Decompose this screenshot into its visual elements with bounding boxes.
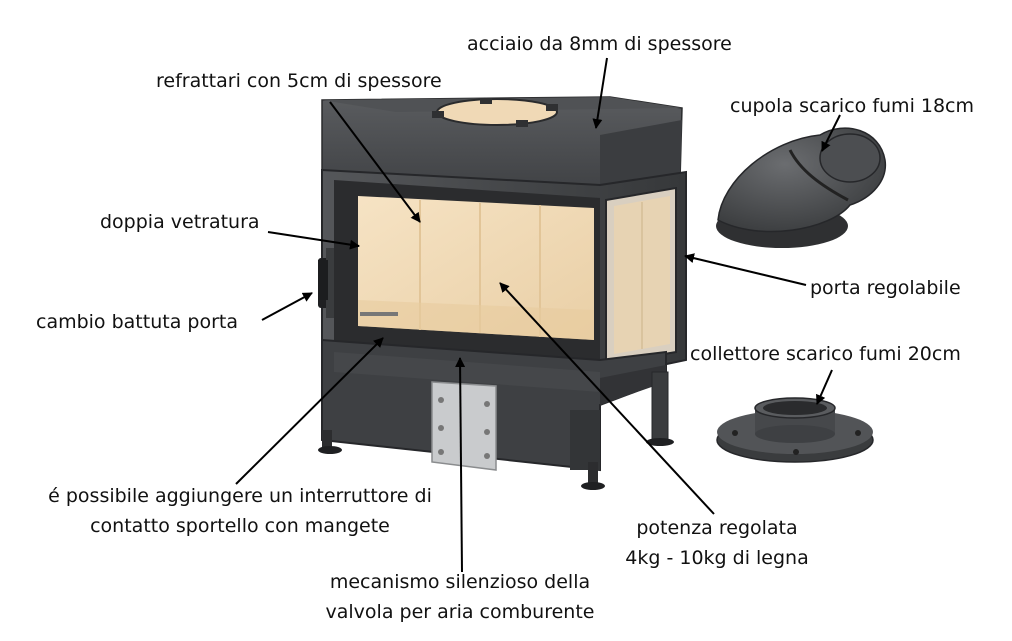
leader-power: [499, 282, 715, 515]
label-adjustable-door: porta regolabile: [810, 277, 961, 299]
firebox-base: [318, 260, 674, 490]
firebox-body: [318, 168, 687, 380]
label-air-valve: mecanismo silenzioso della valvola per a…: [300, 570, 620, 624]
label-power-line1: potenza regolata: [636, 517, 798, 539]
leader-valve: [455, 357, 466, 573]
leader-glazing: [267, 231, 360, 250]
label-door-switch: é possibile aggiungere un interruttore d…: [20, 484, 460, 538]
label-air-valve-line2: valvola per aria comburente: [325, 601, 595, 623]
leader-switch: [235, 337, 384, 485]
label-smoke-collector: collettore scarico fumi 20cm: [690, 343, 961, 365]
label-door-swap: cambio battuta porta: [36, 311, 238, 333]
top-flue-opening: [436, 98, 558, 126]
label-double-glazing: doppia vetratura: [100, 211, 260, 233]
label-smoke-dome: cupola scarico fumi 18cm: [730, 95, 975, 117]
leader-refractory: [329, 101, 421, 223]
smoke-collector: [716, 397, 874, 463]
leader-collector: [816, 369, 833, 405]
leader-dome: [821, 114, 841, 152]
label-steel-thickness: acciaio da 8mm di spessore: [467, 33, 732, 55]
label-power-line2: 4kg - 10kg di legna: [625, 547, 809, 569]
leader-door-swap: [261, 292, 313, 321]
smoke-dome: [716, 127, 887, 248]
label-power: potenza regolata 4kg - 10kg di legna: [612, 516, 822, 570]
label-door-switch-line1: é possibile aggiungere un interruttore d…: [48, 485, 432, 507]
label-door-switch-line2: contatto sportello con mangete: [90, 515, 390, 537]
leader-lines: [235, 57, 841, 573]
air-valve-bracket: [431, 381, 497, 471]
label-refractory-thickness: refrattari con 5cm di spessore: [156, 70, 442, 92]
leader-steel: [592, 57, 608, 129]
leader-door-adjustable: [684, 253, 807, 286]
label-air-valve-line1: mecanismo silenzioso della: [329, 571, 591, 593]
